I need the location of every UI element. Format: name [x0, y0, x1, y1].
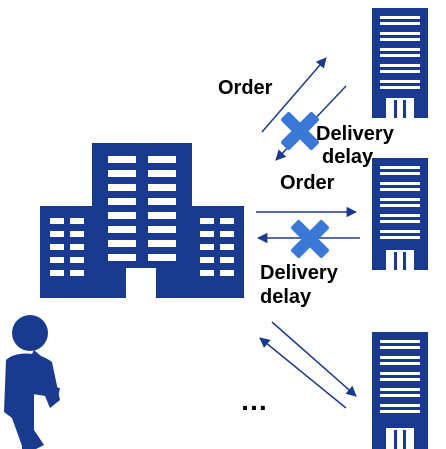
delivery-delay-label-top-line1: Delivery [316, 123, 395, 145]
x-mark-icon-top [281, 112, 319, 150]
delivery-arrow-bottom [259, 337, 347, 409]
ellipsis-label: … [240, 385, 268, 416]
order-arrow-top [261, 57, 327, 133]
delivery-delay-label-middle-line1: Delivery [260, 262, 339, 284]
order-arrow-bottom [271, 321, 357, 397]
order-label-top: Order [218, 77, 273, 99]
delivery-delay-label-middle-line2: delay [260, 286, 312, 308]
main-company-building-icon [40, 143, 244, 298]
supplier-building-icon-top [372, 8, 428, 118]
supplier-building-icon-middle [372, 158, 428, 270]
worried-person-icon [4, 315, 60, 449]
supplier-building-icon-bottom [372, 332, 428, 449]
delivery-delay-label-top-line2: delay [322, 146, 374, 168]
x-mark-icon-middle [291, 220, 329, 258]
order-label-middle: Order [280, 172, 335, 194]
